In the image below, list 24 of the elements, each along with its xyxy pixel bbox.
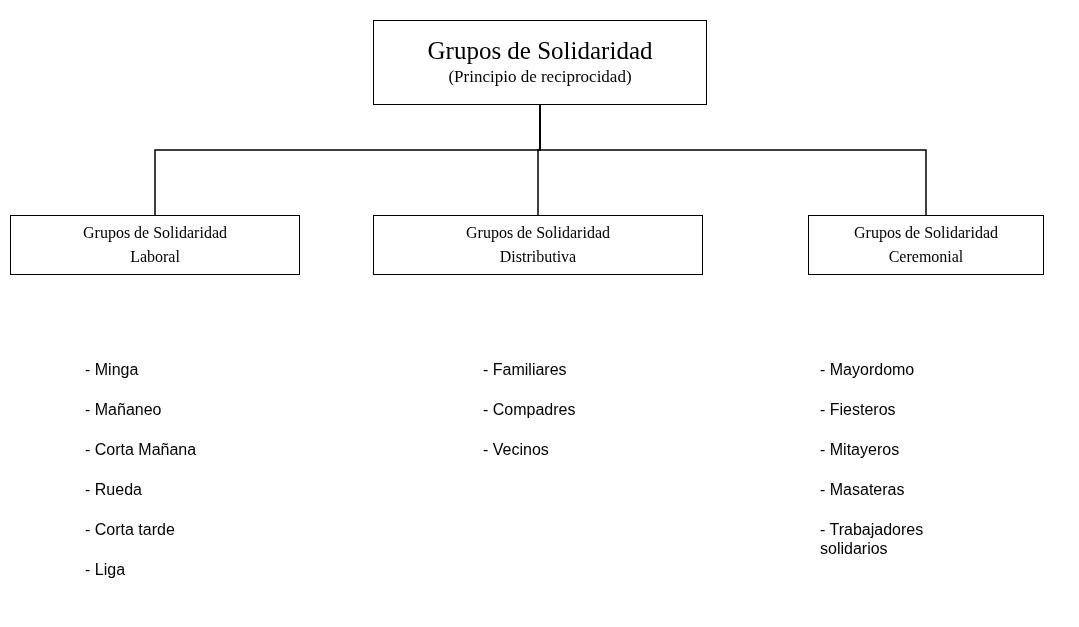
category-title: Grupos de Solidaridad Distributiva [465, 223, 611, 267]
list-item: - Vecinos [483, 440, 549, 460]
category-title: Grupos de Solidaridad Ceremonial [853, 223, 999, 267]
list-item: - Corta tarde [85, 520, 175, 540]
list-item: - Masateras [820, 480, 905, 500]
list-item: - Trabajadores solidarios [820, 520, 925, 559]
list-item: - Familiares [483, 360, 567, 380]
list-item: - Mañaneo [85, 400, 162, 420]
category-title: Grupos de Solidaridad Laboral [82, 223, 228, 267]
list-item: - Rueda [85, 480, 142, 500]
list-item: - Liga [85, 560, 126, 580]
list-item: - Corta Mañana [85, 440, 197, 460]
category-box [808, 215, 1044, 275]
list-item: - Compadres [483, 400, 576, 420]
category-box [373, 215, 703, 275]
title: Grupos de Solidaridad [427, 36, 653, 67]
list-item: - Mayordomo [820, 360, 915, 380]
connector-line [539, 104, 927, 216]
category-box [10, 215, 300, 275]
list-item: - Fiesteros [820, 400, 896, 420]
subtitle: (Principio de reciprocidad) [448, 66, 632, 89]
list-item: - Minga [85, 360, 139, 380]
title-box [373, 20, 707, 105]
list-item: - Mitayeros [820, 440, 900, 460]
